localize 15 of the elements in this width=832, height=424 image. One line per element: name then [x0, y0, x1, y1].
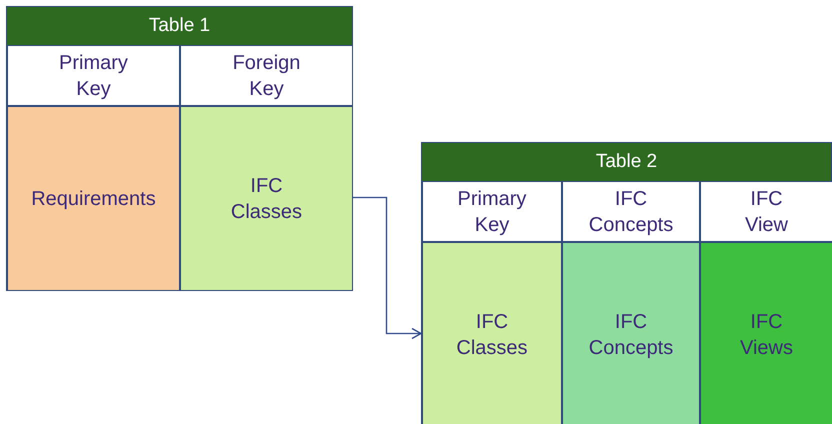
table-cell: Requirements	[7, 106, 180, 291]
table	[6, 6, 353, 291]
column-header: IFC Concepts	[562, 181, 700, 242]
column-header: IFC View	[700, 181, 832, 242]
arrow	[352, 196, 422, 340]
column-header: Primary Key	[7, 45, 180, 106]
table-title: Table 2	[422, 143, 831, 181]
table	[421, 142, 832, 424]
table-cell: IFC Views	[700, 242, 832, 424]
table-title: Table 1	[7, 7, 352, 45]
table-cell: IFC Classes	[422, 242, 562, 424]
column-header: Primary Key	[422, 181, 562, 242]
table-cell: IFC Classes	[180, 106, 353, 291]
column-header: Foreign Key	[180, 45, 353, 106]
table-cell: IFC Concepts	[562, 242, 700, 424]
